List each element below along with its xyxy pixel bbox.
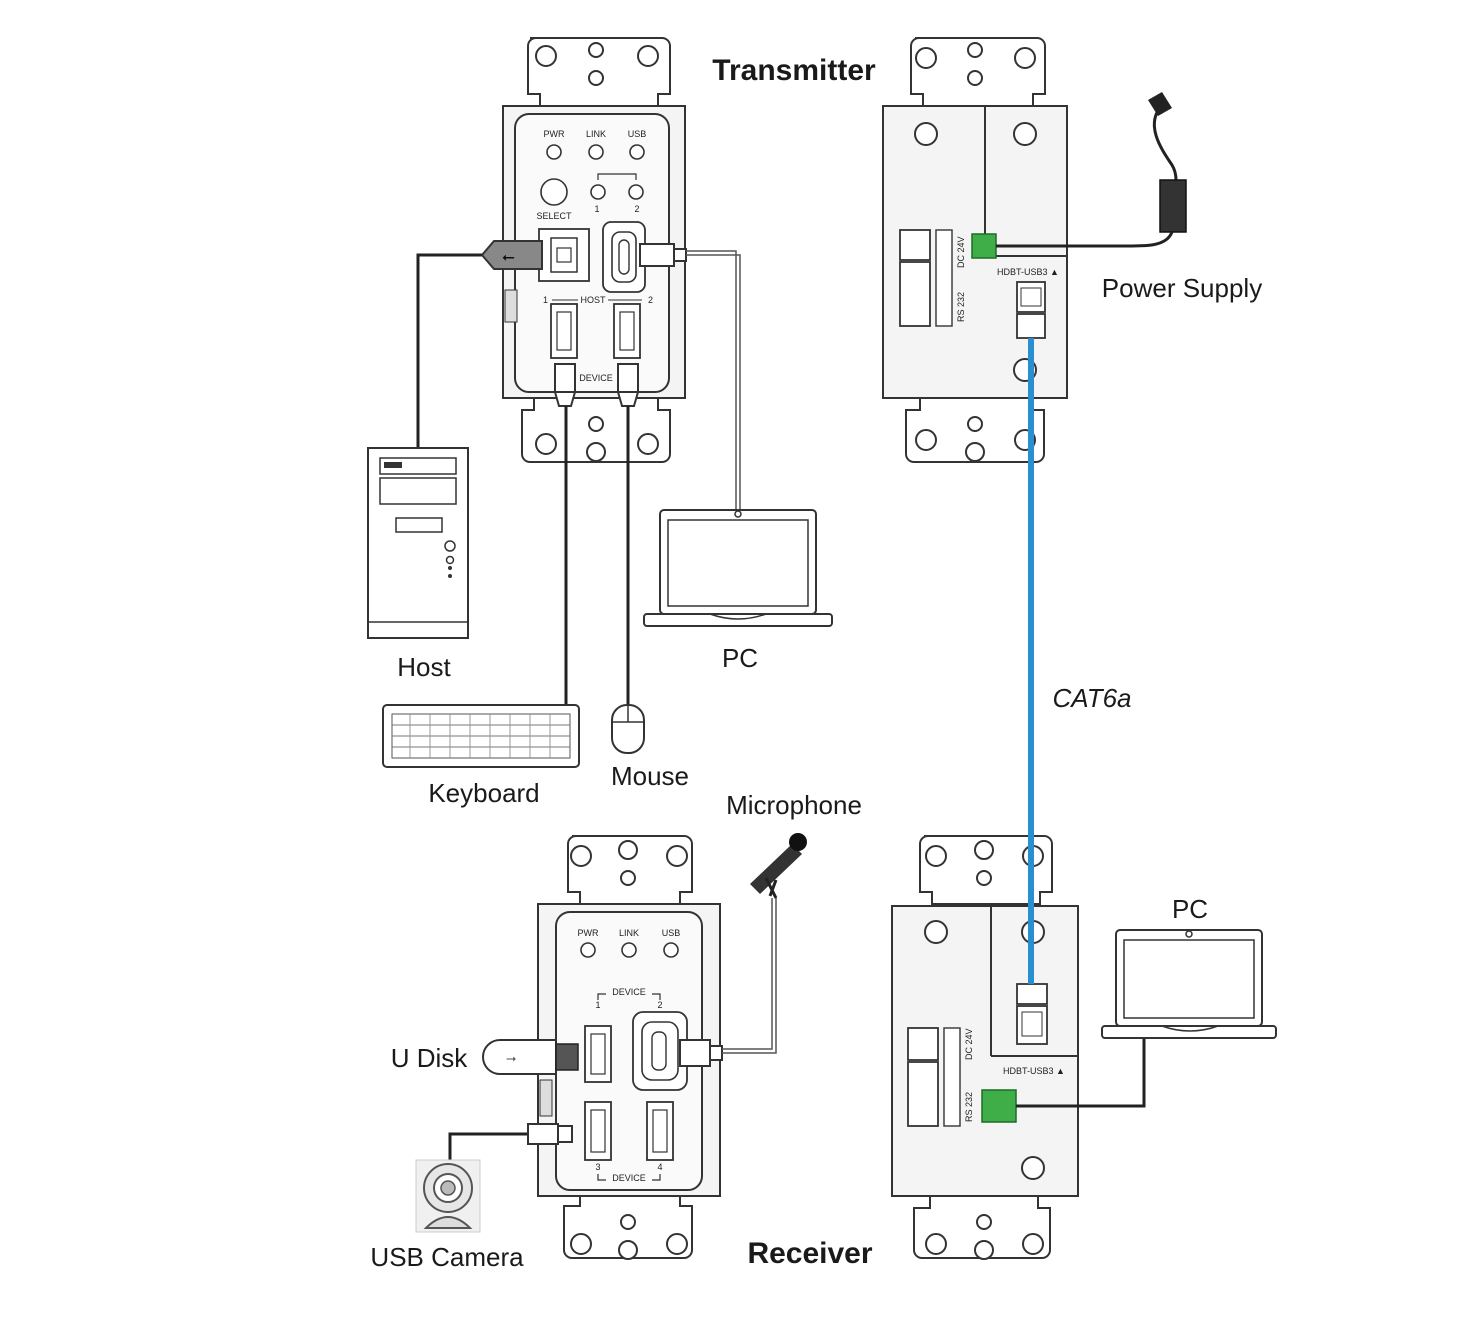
microphone-cable-edge — [722, 898, 773, 1050]
transmitter-back-terminals: RS 232 DC 24V HDBT-USB3 ▲ — [899, 229, 1059, 339]
tx-power-terminal — [971, 233, 997, 259]
tx-device-label: DEVICE — [579, 373, 613, 383]
tx-pwr-led — [546, 144, 562, 160]
mouse-label: Mouse — [611, 761, 689, 791]
tx-dc-label: DC 24V — [956, 236, 966, 268]
tx-num-2: 2 — [634, 204, 639, 214]
rx-rj45-plug — [1016, 983, 1048, 1005]
tx-select-button[interactable] — [540, 178, 568, 206]
rx-num-2: 2 — [657, 1000, 662, 1010]
microphone — [750, 833, 807, 899]
rx-led-usb-label: USB — [662, 928, 681, 938]
camera-cable — [448, 1132, 528, 1160]
rx-device-bottom-label: DEVICE — [612, 1173, 646, 1183]
rx-device3-usb-a-port[interactable] — [584, 1101, 612, 1161]
tx-rj45-plug — [1016, 313, 1046, 339]
camera-usb-plug — [527, 1123, 573, 1145]
tx-num-1: 1 — [594, 204, 599, 214]
rx-num-1: 1 — [595, 1000, 600, 1010]
cables — [416, 244, 1146, 1160]
rx-led-pwr-label: PWR — [578, 928, 599, 938]
tx-hdbt-rj45-port[interactable] — [1016, 281, 1046, 313]
receiver-label: Receiver — [747, 1237, 872, 1270]
tx-device-plugs — [553, 363, 640, 407]
cat6a-label: CAT6a — [1053, 683, 1132, 713]
host-label: Host — [397, 652, 451, 682]
rx-device-top-label: DEVICE — [612, 987, 646, 997]
tx-usb-led — [629, 144, 645, 160]
keyboard — [382, 704, 580, 768]
svg-text:⭠: ⭠ — [502, 247, 515, 266]
mouse — [611, 704, 645, 754]
tx-host-label: HOST — [580, 295, 606, 305]
tx-led-pwr-label: PWR — [544, 129, 565, 139]
pc-tx-cable-edge — [686, 250, 737, 510]
keyboard-label: Keyboard — [428, 778, 539, 808]
usb-camera-label: USB Camera — [370, 1242, 524, 1272]
tx-host-2-label: 2 — [648, 295, 653, 305]
tx-host1-usb-b-port[interactable] — [538, 228, 590, 282]
tx-led-usb-label: USB — [628, 129, 647, 139]
rx-num-3: 3 — [595, 1162, 600, 1172]
rx-device4-usb-a-port[interactable] — [646, 1101, 674, 1161]
transmitter-host-ports: 1 HOST 2 — [538, 221, 653, 305]
laptop-rx — [1101, 929, 1277, 1039]
receiver-device-ports: DEVICE 1 2 3 4 DEVICE — [584, 987, 688, 1183]
rx-hdbt-label: HDBT-USB3 ▲ — [1003, 1066, 1065, 1076]
rx-link-led — [621, 942, 637, 958]
transmitter-label: Transmitter — [712, 54, 876, 87]
tx-device2-usb-a-port[interactable] — [613, 303, 641, 359]
host-cable — [416, 253, 482, 448]
tx-rs232-label: RS 232 — [956, 292, 966, 322]
pc-tx-cable — [686, 254, 741, 510]
tx-link-led — [588, 144, 604, 160]
host-computer — [367, 447, 469, 639]
rx-usb-led — [663, 942, 679, 958]
tx-host-1-label: 1 — [543, 295, 548, 305]
rx-dc-label: DC 24V — [964, 1028, 974, 1060]
transmitter-led-row: PWR LINK USB — [544, 129, 647, 160]
rx-usbc-plug — [679, 1039, 723, 1067]
tx-usbc-plug — [639, 243, 687, 267]
svg-text:⭢: ⭢ — [506, 1051, 516, 1066]
rx-green-terminal — [981, 1089, 1017, 1123]
power-supply-adapter — [1115, 92, 1187, 248]
u-disk-label: U Disk — [391, 1043, 469, 1073]
pc-tx-label: PC — [722, 643, 758, 673]
transmitter-select-area: SELECT 1 2 — [536, 173, 644, 221]
rx-num-4: 4 — [657, 1162, 662, 1172]
receiver-back-terminals: DC 24V RS 232 HDBT-USB3 ▲ — [907, 983, 1065, 1127]
pc-rx-cable — [1016, 1038, 1146, 1108]
receiver-led-row: PWR LINK USB — [578, 928, 681, 958]
rx-pwr-led — [580, 942, 596, 958]
rx-led-link-label: LINK — [619, 928, 639, 938]
microphone-label: Microphone — [726, 790, 862, 820]
tx-hdbt-label: HDBT-USB3 ▲ — [997, 267, 1059, 277]
tx-led-link-label: LINK — [586, 129, 606, 139]
tx-select-label: SELECT — [536, 211, 572, 221]
rx-rs232-label: RS 232 — [964, 1092, 974, 1122]
microphone-cable — [722, 898, 777, 1054]
pc-rx-label: PC — [1172, 894, 1208, 924]
power-supply-label: Power Supply — [1102, 273, 1262, 303]
rx-device1-usb-a-port[interactable] — [584, 1025, 612, 1083]
u-disk: ⭢ — [482, 1039, 579, 1075]
tx-host1-led — [590, 184, 606, 200]
tx-host2-led — [628, 184, 644, 200]
rx-device2-usbc-port[interactable] — [632, 1011, 688, 1091]
laptop-tx — [643, 509, 833, 627]
tx-usb-b-plug: ⭠ — [480, 240, 543, 270]
tx-device1-usb-a-port[interactable] — [550, 303, 578, 359]
transmitter-device-ports: DEVICE — [550, 303, 641, 383]
usb-camera — [415, 1159, 481, 1233]
